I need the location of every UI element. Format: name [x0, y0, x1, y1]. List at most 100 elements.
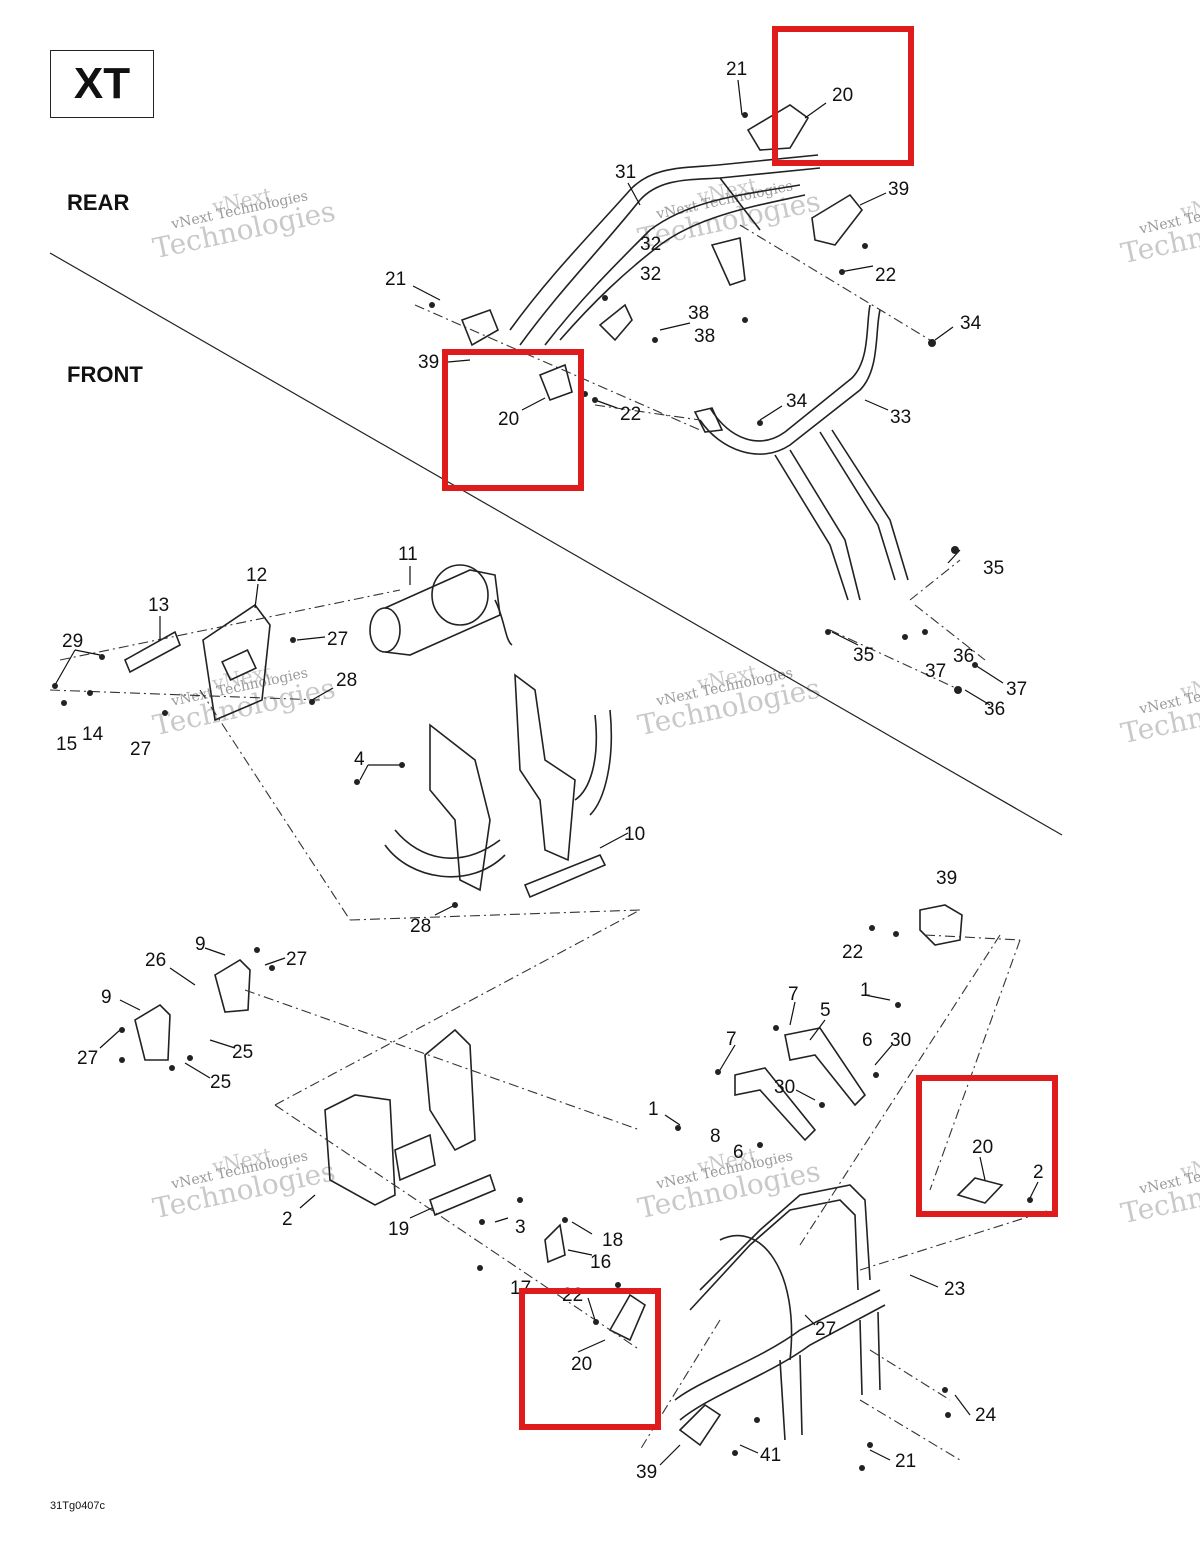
callout-36: 36 [984, 699, 1006, 720]
rear-bumper-tube [519, 167, 821, 346]
callout-24: 24 [975, 1405, 997, 1426]
rear-bracket-lower [538, 363, 573, 402]
rear-bracket-mid [693, 407, 724, 433]
fairlead-19 [429, 1173, 496, 1217]
callout-16: 16 [590, 1252, 612, 1273]
callout-4: 4 [354, 749, 365, 770]
callout-13: 13 [148, 595, 170, 616]
winch-plate [202, 603, 271, 722]
highlight-box-part-20 [519, 1288, 661, 1430]
callout-1: 1 [860, 980, 871, 1001]
front-section-label: FRONT [67, 362, 143, 387]
callout-28: 28 [410, 916, 432, 937]
callout-32: 32 [640, 264, 662, 285]
front-bumper-tube [699, 1184, 871, 1291]
callout-22: 22 [875, 265, 897, 286]
callout-38: 38 [694, 326, 716, 347]
callout-29: 29 [62, 631, 84, 652]
bracket-9-right [214, 958, 251, 1013]
callout-7: 7 [788, 984, 799, 1005]
callout-15: 15 [56, 734, 78, 755]
callout-37: 37 [925, 661, 947, 682]
callout-20: 20 [832, 85, 854, 106]
callout-27: 27 [77, 1048, 99, 1069]
fairlead-housing [324, 1094, 396, 1206]
highlight-box-part-20 [772, 26, 914, 166]
rear-bracket-left [460, 308, 500, 347]
winch-motor-end [369, 607, 401, 653]
bracket-10 [523, 853, 607, 899]
callout-20: 20 [972, 1137, 994, 1158]
callout-30: 30 [890, 1030, 912, 1051]
callout-12: 12 [246, 565, 268, 586]
callout-20: 20 [571, 1354, 593, 1375]
callout-33: 33 [890, 407, 912, 428]
callout-39: 39 [888, 179, 910, 200]
callout-35: 35 [983, 558, 1005, 579]
bracket-5 [784, 1027, 867, 1107]
front-bracket-20-right [956, 1177, 1004, 1204]
callout-2: 2 [1033, 1162, 1044, 1183]
callout-21: 21 [726, 59, 748, 80]
callout-19: 19 [388, 1219, 410, 1240]
callout-21: 21 [385, 269, 407, 290]
callout-38: 38 [688, 303, 710, 324]
callout-7: 7 [726, 1029, 737, 1050]
winch-body [384, 569, 501, 656]
callout-32: 32 [640, 234, 662, 255]
front-bracket-20-left [608, 1293, 646, 1342]
callout-1: 1 [648, 1099, 659, 1120]
front-bracket-39-bottom [678, 1403, 722, 1447]
rear-section-label: REAR [67, 190, 130, 215]
callout-3: 3 [515, 1217, 526, 1238]
highlight-box-part-20 [442, 349, 584, 491]
callout-41: 41 [760, 1445, 782, 1466]
callout-37: 37 [1006, 679, 1028, 700]
callout-39: 39 [936, 868, 958, 889]
callout-27: 27 [130, 739, 152, 760]
callout-35: 35 [853, 645, 875, 666]
callout-5: 5 [820, 1000, 831, 1021]
callout-6: 6 [733, 1142, 744, 1163]
callout-8: 8 [710, 1126, 721, 1147]
callout-2: 2 [282, 1209, 293, 1230]
callout-27: 27 [815, 1319, 837, 1340]
callout-6: 6 [862, 1030, 873, 1051]
bracket-8 [734, 1067, 817, 1142]
callout-9: 9 [101, 987, 112, 1008]
callout-22: 22 [842, 942, 864, 963]
callout-21: 21 [895, 1451, 917, 1472]
callout-28: 28 [336, 670, 358, 691]
callout-14: 14 [82, 724, 104, 745]
figure-code: 31Tg0407c [50, 1500, 106, 1512]
rear-lower-tube [699, 309, 881, 455]
callout-27: 27 [286, 949, 308, 970]
callout-18: 18 [602, 1230, 624, 1251]
callout-34: 34 [786, 391, 808, 412]
front-frame-mount [429, 723, 491, 892]
highlight-box-part-20 [916, 1075, 1058, 1217]
callout-26: 26 [145, 950, 167, 971]
model-label: XT [50, 50, 154, 118]
bracket-9-left [134, 1003, 171, 1061]
callout-25: 25 [232, 1042, 254, 1063]
callout-22: 22 [620, 404, 642, 425]
callout-25: 25 [210, 1072, 232, 1093]
rear-bracket-right [811, 193, 864, 246]
callout-34: 34 [960, 313, 982, 334]
callout-30: 30 [774, 1077, 796, 1098]
callout-39: 39 [636, 1462, 658, 1483]
callout-20: 20 [498, 409, 520, 430]
callout-23: 23 [944, 1279, 966, 1300]
callout-39: 39 [418, 352, 440, 373]
callout-36: 36 [953, 646, 975, 667]
callout-9: 9 [195, 934, 206, 955]
bracket-13 [123, 630, 181, 674]
rear-bracket-top [746, 104, 810, 151]
front-bracket-39-top [919, 904, 963, 946]
rear-front-divider [49, 252, 1063, 836]
callout-10: 10 [624, 824, 646, 845]
callout-11: 11 [398, 544, 418, 565]
callout-31: 31 [615, 162, 637, 183]
